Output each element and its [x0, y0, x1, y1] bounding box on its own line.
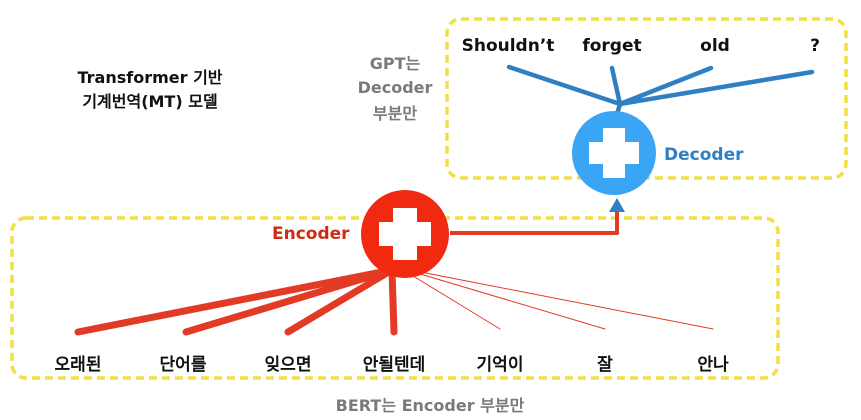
encoder-input-edges	[74, 266, 714, 336]
arrowhead-icon	[609, 198, 625, 212]
input-token-2: 단어를	[159, 355, 207, 375]
encoder-node	[361, 190, 449, 278]
gpt-note-line-3: 부분만	[372, 104, 418, 123]
edge-input-6	[399, 267, 606, 330]
encoder-to-decoder-edge	[450, 206, 619, 235]
bert-caption: BERT는 Encoder 부분만	[335, 396, 525, 415]
input-token-4: 안될텐데	[362, 355, 426, 375]
edge-input-1	[74, 266, 396, 336]
edge-output-1	[506, 64, 623, 107]
edge-output-2	[609, 65, 623, 107]
decoder-output-edges	[506, 64, 815, 121]
input-token-7: 안나	[697, 355, 729, 375]
decoder-node	[572, 111, 656, 195]
decoder-label: Decoder	[664, 145, 744, 165]
input-token-1: 오래된	[54, 355, 102, 375]
edge-input-7	[399, 267, 714, 330]
decoder-plus-icon-h	[589, 142, 639, 164]
title-line-1: Transformer 기반	[77, 68, 223, 87]
input-token-5: 기억이	[476, 355, 524, 375]
encoder-label: Encoder	[272, 224, 350, 244]
input-token-6: 잘	[597, 355, 613, 375]
output-token-2: forget	[582, 36, 642, 56]
edge-input-2	[182, 266, 396, 336]
output-token-1: Shouldn’t	[461, 36, 555, 56]
edge-input-3	[284, 266, 396, 336]
edge-input-5	[399, 267, 501, 330]
encoder-plus-icon-h	[379, 222, 431, 246]
edge-output-4	[617, 69, 815, 107]
output-token-4: ?	[810, 36, 820, 56]
edge-output-3	[617, 65, 714, 107]
title-line-2: 기계번역(MT) 모델	[82, 92, 218, 111]
input-token-3: 잊으면	[264, 355, 312, 375]
gpt-note-line-1: GPT는	[369, 54, 421, 73]
gpt-note-line-2: Decoder	[357, 78, 433, 97]
edge-input-4	[388, 266, 398, 336]
output-token-3: old	[700, 36, 730, 56]
